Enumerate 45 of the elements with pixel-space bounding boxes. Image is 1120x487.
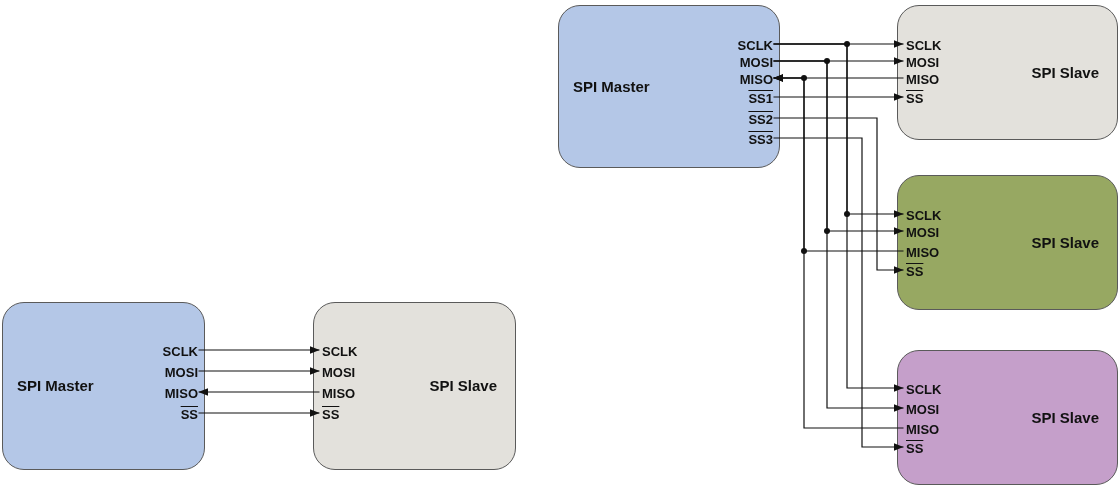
pin-label: MOSI [906,53,964,71]
pin-label: SCLK [906,206,964,224]
pin-label: MISO [906,70,964,88]
pin-label: MISO [140,384,198,402]
signal-arrow [772,93,905,101]
master-box [558,5,780,168]
pin-label: SCLK [715,36,773,54]
slave-box [897,350,1118,485]
pin-label: MISO [906,420,964,438]
pin-label: SCLK [322,342,380,360]
pin-label: SS3 [715,130,773,148]
pin-label: SCLK [906,36,964,54]
pin-label: SCLK [906,380,964,398]
pin-label: SS2 [715,110,773,128]
pin-label: MISO [322,384,380,402]
pin-label: SS [906,89,964,107]
box-title: SPI Master [17,377,94,394]
signal-arrow [197,367,321,375]
signal-arrow [772,117,905,274]
signal-arrow [197,409,321,417]
pin-label: MOSI [322,363,380,381]
master-box [2,302,205,470]
signal-arrow [197,388,321,396]
signal-arrow [197,346,321,354]
signal-arrow [772,137,905,451]
box-title: SPI Slave [1031,233,1099,251]
slave-box [897,5,1118,140]
slave-box [313,302,516,470]
box-title: SPI Slave [1031,408,1099,426]
pin-label: MOSI [906,223,964,241]
pin-label: SS [906,439,964,457]
pin-label: MOSI [715,53,773,71]
pin-label: SS1 [715,89,773,107]
pin-label: MOSI [906,400,964,418]
pin-label: MISO [715,70,773,88]
box-title: SPI Master [573,77,650,95]
box-title: SPI Slave [429,377,497,394]
pin-label: MOSI [140,363,198,381]
slave-box [897,175,1118,310]
pin-label: SS [140,405,198,423]
box-title: SPI Slave [1031,63,1099,81]
pin-label: SS [322,405,380,423]
pin-label: SCLK [140,342,198,360]
pin-label: SS [906,262,964,280]
pin-label: MISO [906,243,964,261]
